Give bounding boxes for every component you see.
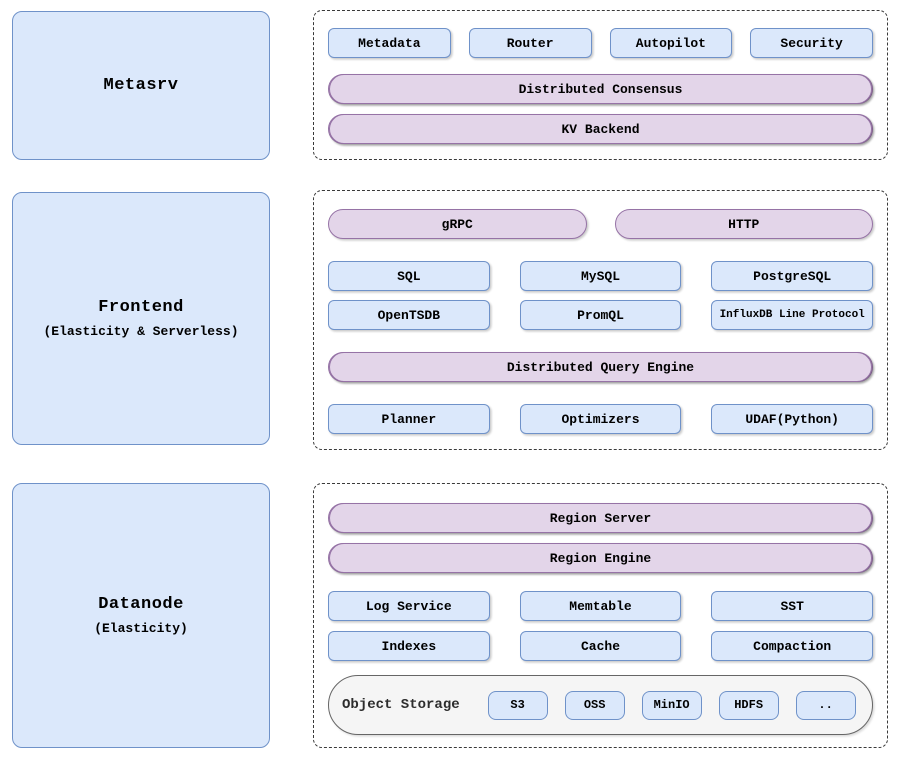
object-storage-container: Object Storage S3 OSS MinIO HDFS..	[328, 675, 873, 735]
datanode-title: Datanode	[98, 595, 184, 614]
node-sst: SST	[711, 591, 874, 621]
node-planner: Planner	[328, 404, 490, 434]
storage-chip-oss: OSS	[564, 690, 625, 720]
node-security: Security	[750, 28, 873, 58]
pill-kv-backend: KV Backend	[329, 114, 872, 144]
frontend-box: Frontend (Elasticity & Serverless)	[12, 192, 270, 445]
pill-region-engine: Region Engine	[329, 543, 872, 573]
datanode-subtitle: (Elasticity)	[94, 621, 188, 636]
storage-chip-s3: S3	[487, 690, 548, 720]
node-influxdb-line-protocol: InfluxDB Line Protocol	[711, 300, 874, 330]
node-log-service: Log Service	[328, 591, 490, 621]
storage-chip-more: ..	[795, 690, 856, 720]
pill-grpc: gRPC	[328, 209, 587, 239]
pill-region-server: Region Server	[329, 503, 872, 533]
panel-frontend: gRPC HTTP SQL MySQL PostgreSQL OpenTSDB PromQL…	[313, 190, 888, 450]
diagram-row: Distributed Query Engine	[328, 352, 873, 382]
diagram-row: Distributed Consensus	[328, 74, 873, 104]
diagram-row: Indexes Cache Compaction	[328, 631, 874, 661]
diagram-row: KV Backend	[328, 114, 873, 144]
node-metadata: Metadata	[328, 28, 451, 58]
pill-distributed-query-engine: Distributed Query Engine	[329, 352, 872, 382]
node-opentsdb: OpenTSDB	[328, 300, 490, 330]
diagram-row: SQL MySQL PostgreSQL	[328, 261, 874, 291]
node-router: Router	[468, 28, 592, 58]
node-promql: PromQL	[519, 300, 682, 330]
diagram-row: Log Service Memtable SST	[328, 591, 874, 621]
frontend-subtitle: (Elasticity & Serverless)	[43, 324, 239, 339]
node-indexes: Indexes	[328, 631, 490, 661]
node-sql: SQL	[328, 261, 490, 291]
diagram-row: Region Engine	[328, 543, 873, 573]
node-autopilot: Autopilot	[609, 28, 733, 58]
diagram-row: Metadata Router Autopilot Security	[328, 28, 873, 58]
diagram-row: gRPC HTTP	[328, 209, 873, 239]
node-optimizers: Optimizers	[519, 404, 682, 434]
storage-chip-hdfs: HDFS	[718, 690, 779, 720]
node-mysql: MySQL	[519, 261, 682, 291]
pill-distributed-consensus: Distributed Consensus	[329, 74, 872, 104]
node-cache: Cache	[519, 631, 682, 661]
node-memtable: Memtable	[519, 591, 682, 621]
node-udaf-python: UDAF(Python)	[711, 404, 874, 434]
metasrv-title: Metasrv	[103, 76, 179, 95]
storage-chip-minio: MinIO	[641, 690, 702, 720]
diagram-row: OpenTSDB PromQL InfluxDB Line Protocol	[328, 300, 874, 330]
diagram-row: Region Server	[328, 503, 873, 533]
node-compaction: Compaction	[711, 631, 874, 661]
diagram-row: Planner Optimizers UDAF(Python)	[328, 404, 874, 434]
metasrv-box: Metasrv	[12, 11, 270, 160]
pill-http: HTTP	[614, 209, 873, 239]
datanode-box: Datanode (Elasticity)	[12, 483, 270, 748]
frontend-title: Frontend	[98, 298, 184, 317]
node-postgresql: PostgreSQL	[711, 261, 874, 291]
object-storage-label: Object Storage	[342, 697, 460, 713]
